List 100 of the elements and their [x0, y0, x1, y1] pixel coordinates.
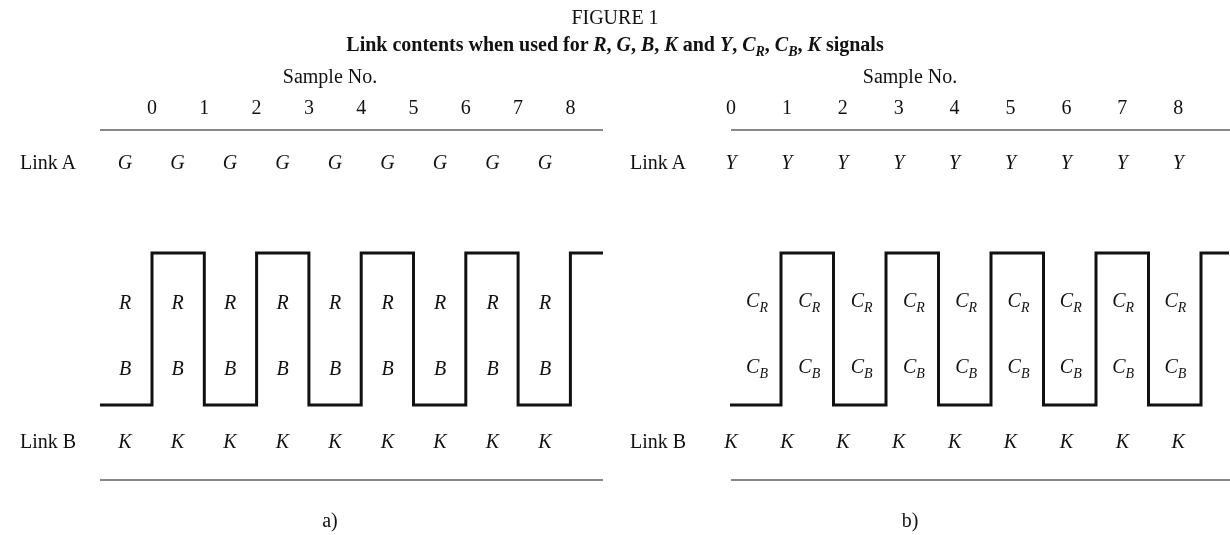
- signal-symbol: G: [170, 152, 185, 172]
- signal-symbol: C$_{B}$: [955, 355, 978, 381]
- signal-symbol: K: [328, 431, 342, 451]
- sample-number: 4: [949, 97, 960, 117]
- panel-label: a): [322, 510, 338, 530]
- sample-number: 2: [837, 97, 848, 117]
- signal-symbol: C$_{R}$: [798, 289, 821, 315]
- sample-number: 1: [781, 97, 792, 117]
- signal-symbol: R: [486, 292, 499, 312]
- signal-symbol: C$_{B}$: [1112, 355, 1135, 381]
- signal-symbol: C$_{R}$: [850, 289, 873, 315]
- signal-symbol: K: [118, 431, 132, 451]
- figure-title: FIGURE 1: [571, 7, 659, 27]
- row-label: Link B: [19, 431, 77, 451]
- signal-symbol: K: [275, 431, 290, 451]
- signal-symbol: R: [381, 292, 394, 312]
- signal-symbol: Y: [1116, 152, 1128, 172]
- signal-symbol: Y: [1060, 152, 1072, 172]
- signal-symbol: C$_{R}$: [746, 289, 768, 315]
- signal-symbol: G: [485, 152, 500, 172]
- sample-number: 6: [460, 97, 471, 117]
- signal-symbol: Y: [949, 152, 961, 172]
- signal-symbol: C$_{B}$: [1007, 355, 1030, 381]
- sample-number: 8: [1173, 97, 1184, 117]
- row-label: Link B: [629, 431, 687, 451]
- signal-symbol: K: [836, 431, 850, 451]
- signal-symbol: G: [222, 152, 238, 172]
- signal-symbol: K: [947, 431, 962, 451]
- sample-number: 2: [251, 97, 262, 117]
- row-label: Link A: [19, 152, 77, 172]
- axis-title: Sample No.: [282, 66, 378, 86]
- signal-symbol: G: [380, 152, 395, 172]
- signal-symbol: R: [538, 292, 552, 312]
- signal-symbol: R: [223, 292, 237, 312]
- signal-symbol: B: [171, 358, 184, 378]
- signal-symbol: Y: [837, 152, 849, 172]
- signal-symbol: K: [892, 431, 906, 451]
- signal-symbol: B: [433, 358, 447, 378]
- signal-symbol: B: [538, 358, 552, 378]
- signal-symbol: G: [537, 152, 553, 172]
- signal-symbol: K: [724, 431, 738, 451]
- signal-symbol: C$_{R}$: [1007, 289, 1030, 315]
- signal-symbol: Y: [781, 152, 793, 172]
- signal-symbol: C$_{B}$: [798, 355, 821, 381]
- sample-number: 8: [565, 97, 576, 117]
- sample-number: 5: [408, 97, 419, 117]
- signal-symbol: R: [276, 292, 289, 312]
- signal-symbol: C$_{R}$: [1112, 289, 1135, 315]
- signal-symbol: B: [223, 358, 237, 378]
- signal-symbol: C$_{R}$: [1164, 289, 1187, 315]
- signal-symbol: C$_{R}$: [902, 289, 925, 315]
- signal-symbol: R: [171, 292, 184, 312]
- signal-symbol: B: [328, 358, 342, 378]
- signal-symbol: K: [1115, 431, 1129, 451]
- sample-number: 3: [303, 97, 314, 117]
- sample-number: 7: [1117, 97, 1128, 117]
- sample-number: 1: [199, 97, 210, 117]
- signal-symbol: C$_{R}$: [1059, 289, 1082, 315]
- signal-symbol: R: [328, 292, 342, 312]
- signal-symbol: K: [1003, 431, 1018, 451]
- signal-symbol: K: [538, 431, 552, 451]
- axis-title: Sample No.: [862, 66, 958, 86]
- signal-symbol: B: [381, 358, 394, 378]
- signal-symbol: K: [433, 431, 447, 451]
- sample-number: 4: [356, 97, 367, 117]
- signal-symbol: K: [1171, 431, 1185, 451]
- signal-symbol: C$_{B}$: [850, 355, 873, 381]
- signal-symbol: C$_{B}$: [902, 355, 925, 381]
- signal-symbol: C$_{R}$: [955, 289, 978, 315]
- sample-number: 5: [1005, 97, 1016, 117]
- sample-number: 6: [1061, 97, 1072, 117]
- signal-symbol: Y: [725, 152, 737, 172]
- figure-subtitle: Link contents when used for R, G, B, K and Y, C$_{R}$, C$_{B}$, K signals: [346, 33, 884, 59]
- signal-symbol: B: [118, 358, 132, 378]
- signal-symbol: B: [486, 358, 499, 378]
- sample-number: 3: [893, 97, 904, 117]
- signal-symbol: K: [223, 431, 237, 451]
- signal-symbol: G: [117, 152, 133, 172]
- signal-symbol: K: [780, 431, 794, 451]
- signal-symbol: K: [380, 431, 395, 451]
- signal-symbol: K: [1059, 431, 1074, 451]
- signal-symbol: B: [276, 358, 289, 378]
- signal-symbol: K: [485, 431, 500, 451]
- signal-symbol: G: [275, 152, 290, 172]
- signal-symbol: G: [327, 152, 343, 172]
- panel-label: b): [901, 510, 919, 530]
- signal-symbol: C$_{B}$: [746, 355, 768, 381]
- signal-symbol: K: [170, 431, 185, 451]
- sample-number: 7: [513, 97, 524, 117]
- signal-symbol: G: [432, 152, 448, 172]
- signal-symbol: R: [433, 292, 447, 312]
- signal-symbol: Y: [1004, 152, 1017, 172]
- sample-number: 0: [147, 97, 157, 117]
- signal-symbol: Y: [1172, 152, 1184, 172]
- row-label: Link A: [629, 152, 687, 172]
- sample-number: 0: [726, 97, 736, 117]
- signal-symbol: C$_{B}$: [1164, 355, 1187, 381]
- signal-symbol: Y: [893, 152, 905, 172]
- signal-symbol: C$_{B}$: [1059, 355, 1082, 381]
- signal-symbol: R: [118, 292, 132, 312]
